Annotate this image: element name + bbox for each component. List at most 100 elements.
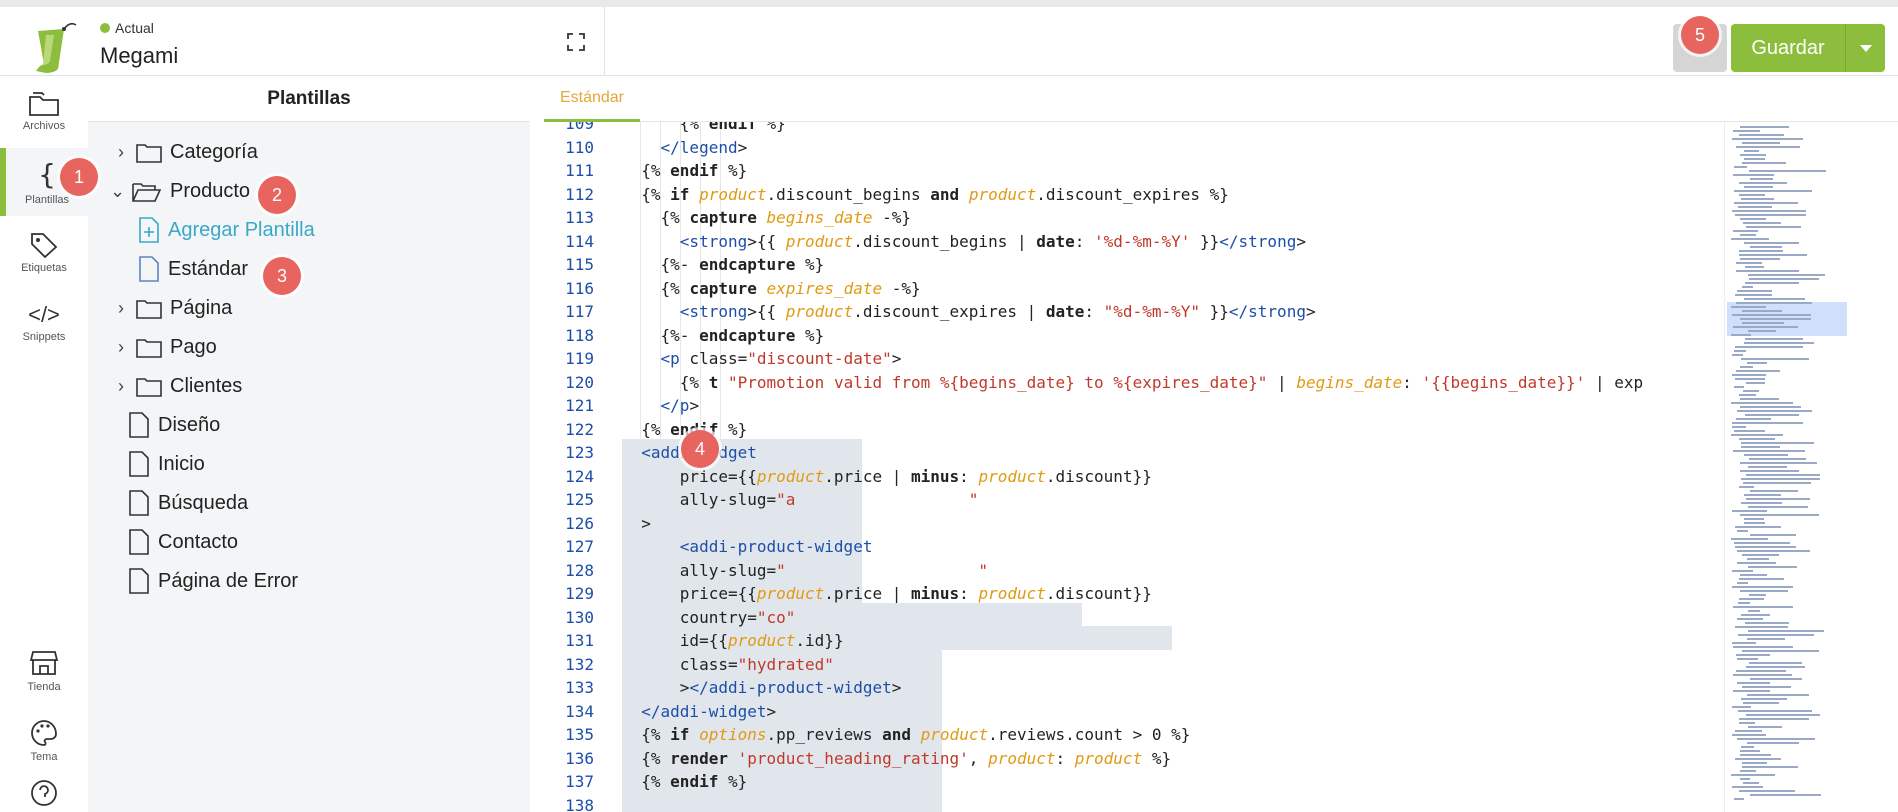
code-line[interactable]: {% if options.pp_reviews and product.rev… [622,725,1191,744]
minimap-line [1732,570,1753,572]
code-line[interactable]: > [622,513,651,533]
code-line[interactable]: id={{product.id}} [622,631,844,650]
minimap-line [1734,386,1744,388]
minimap-line [1736,146,1800,148]
code-line[interactable]: {% endif %} [622,772,748,791]
line-number: 138 [565,795,594,812]
help-button[interactable] [0,774,88,812]
jumpseller-logo [36,22,77,73]
minimap-line [1735,214,1806,216]
code-line[interactable]: {% t "Promotion valid from %{begins_date… [622,372,1644,392]
minimap-line [1736,418,1771,420]
minimap-line [1740,462,1817,464]
tree-item-estandar[interactable]: Estándar [138,251,248,287]
tree-item-producto[interactable]: ⌄ Producto [110,173,250,209]
minimap-line [1736,302,1812,304]
minimap-line [1736,370,1780,372]
tree-item-contacto[interactable]: Contacto [128,524,238,560]
tree-label: Pago [170,335,217,358]
minimap-line [1732,734,1766,736]
code-editor[interactable]: 109 {% endif %}110 </legend>111 {% endif… [544,122,1724,812]
tree-item-clientes[interactable]: › Clientes [114,368,242,404]
fullscreen-button[interactable] [547,7,605,76]
line-number: 132 [565,654,594,674]
code-line[interactable]: ally-slug=" " [622,560,989,580]
store-name[interactable]: Megami [100,43,179,68]
line-number: 127 [565,537,594,556]
minimap-line [1744,186,1773,188]
tab-estandar[interactable]: Estándar [544,76,640,122]
code-line[interactable]: </legend> [660,137,748,157]
minimap-line [1739,486,1754,488]
code-line[interactable]: {% capture begins_date -%} [622,208,912,227]
line-number: 109 [565,122,594,133]
code-line[interactable]: class="hydrated" [622,654,834,674]
minimap-line [1737,618,1763,620]
minimap-line [1739,254,1807,256]
tree-item-diseno[interactable]: Diseño [128,407,220,443]
step-badge-5: 5 [1681,16,1719,54]
minimap-line [1748,610,1760,612]
minimap-line [1738,710,1812,712]
minimap-line [1748,274,1825,276]
line-number: 116 [565,278,594,298]
minimap-line [1742,310,1782,312]
code-line[interactable]: price={{product.price | minus: product.d… [622,466,1152,486]
tree-label: Página de Error [158,569,299,592]
minimap-line [1740,126,1789,128]
code-minimap[interactable] [1724,122,1898,812]
tree-item-pagina[interactable]: › Página [114,290,232,326]
code-line[interactable]: {% endif %} [622,122,786,133]
code-line[interactable]: country="co" [622,607,796,627]
braces-icon: { [38,158,56,191]
code-line[interactable]: {%- endcapture %} [622,255,825,274]
rail-item-snippets[interactable]: </> Snippets [0,288,88,356]
rail-item-archivos[interactable]: Archivos [0,76,88,144]
status-dot [100,23,110,33]
minimap-line [1737,658,1758,660]
code-line[interactable]: ></addi-product-widget> [622,678,902,697]
minimap-line [1732,314,1811,316]
tree-item-inicio[interactable]: Inicio [128,446,205,482]
code-line[interactable]: {% if product.discount_begins and produc… [622,184,1229,204]
line-number: 123 [565,443,594,462]
rail-item-etiquetas[interactable]: Etiquetas [0,218,88,286]
rail-item-tienda[interactable]: Tienda [0,636,88,704]
code-line[interactable]: <strong>{{ product.discount_expires | da… [679,302,1316,321]
code-line[interactable]: {% capture expires_date -%} [622,278,921,298]
store-status-label: Actual [115,20,154,36]
minimap-line [1735,526,1781,528]
save-options-dropdown[interactable] [1845,24,1885,72]
minimap-line [1741,446,1780,448]
tree-item-pagina-de-error[interactable]: Página de Error [128,563,298,599]
code-line[interactable]: <p class="discount-date"> [660,349,902,368]
line-number: 129 [565,584,594,603]
code-line[interactable]: <strong>{{ product.discount_begins | dat… [679,231,1306,251]
code-line[interactable]: <addi-product-widget [679,537,873,556]
minimap-line [1734,798,1744,800]
rail-item-tema[interactable]: Tema [0,706,88,774]
minimap-line [1747,558,1769,560]
save-button[interactable]: Guardar [1731,24,1845,72]
rail-label-snippets: Snippets [22,330,66,343]
code-line[interactable]: {% render 'product_heading_rating', prod… [622,748,1172,768]
code-line[interactable]: price={{product.price | minus: product.d… [622,584,1152,603]
code-line[interactable]: </p> [660,396,700,415]
line-number: 136 [565,748,594,768]
code-line[interactable]: ally-slug="a " [622,490,979,509]
tree-item-categoria[interactable]: › Categoría [114,134,258,170]
minimap-line [1732,210,1806,212]
minimap-line [1739,438,1775,440]
minimap-line [1742,766,1798,768]
minimap-line [1733,450,1805,452]
store-status: Actual [100,20,154,36]
code-line[interactable]: </addi-widget> [641,701,777,721]
minimap-line [1739,578,1784,580]
tree-item-agregar-plantilla[interactable]: Agregar Plantilla [138,212,315,248]
tree-item-pago[interactable]: › Pago [114,329,217,365]
tree-item-busqueda[interactable]: Búsqueda [128,485,248,521]
code-line[interactable]: {% endif %} [622,161,748,180]
code-line[interactable]: {%- endcapture %} [622,325,825,345]
selection-highlight [622,626,1172,650]
minimap-line [1733,230,1758,232]
